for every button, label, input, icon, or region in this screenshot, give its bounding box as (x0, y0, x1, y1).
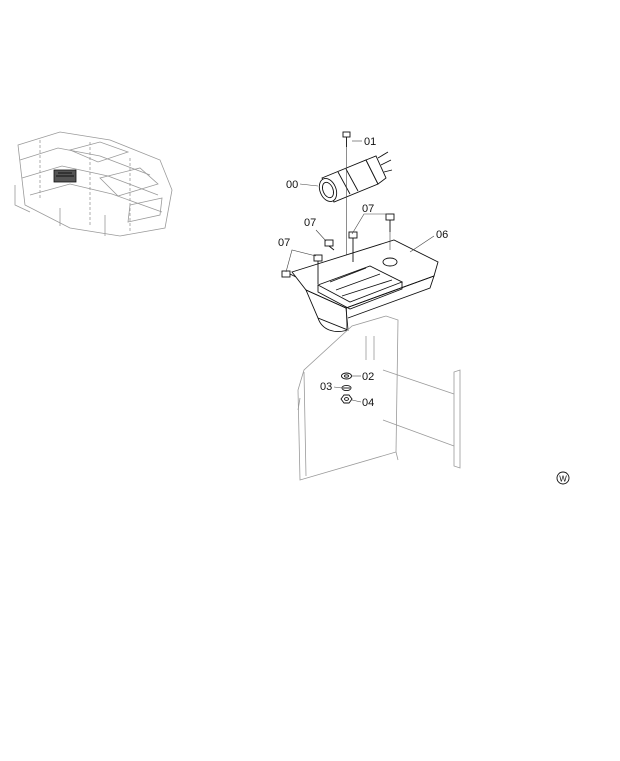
callout-04-label: 04 (362, 397, 374, 409)
callout-03-label: 03 (320, 381, 332, 393)
locator-thumbnail (14, 131, 173, 237)
nut-04 (340, 394, 353, 404)
callout-07-c: 07 (278, 237, 317, 273)
callout-00-label: 00 (286, 179, 298, 191)
revision-badge-label: W (559, 475, 567, 484)
callout-06: 06 (409, 229, 448, 253)
revision-badge: W (556, 471, 570, 485)
callout-07-c-label: 07 (278, 237, 290, 249)
callout-07-b: 07 (351, 203, 388, 235)
callout-02-label: 02 (362, 371, 374, 383)
callout-00: 00 (286, 179, 319, 191)
bracket-tray (291, 232, 439, 332)
callout-07-b-label: 07 (362, 203, 374, 215)
callout-07-a-label: 07 (304, 217, 316, 229)
fire-extinguisher (318, 151, 393, 203)
callout-03: 03 (320, 381, 343, 393)
mount-plate (297, 315, 461, 481)
callout-06-label: 06 (436, 229, 448, 241)
callout-01-label: 01 (364, 136, 376, 148)
callout-04: 04 (351, 397, 374, 409)
callout-07-a: 07 (304, 217, 327, 242)
washer-02 (341, 372, 352, 380)
callout-01: 01 (352, 136, 376, 148)
washer-03 (341, 384, 352, 392)
callout-02: 02 (352, 371, 374, 383)
